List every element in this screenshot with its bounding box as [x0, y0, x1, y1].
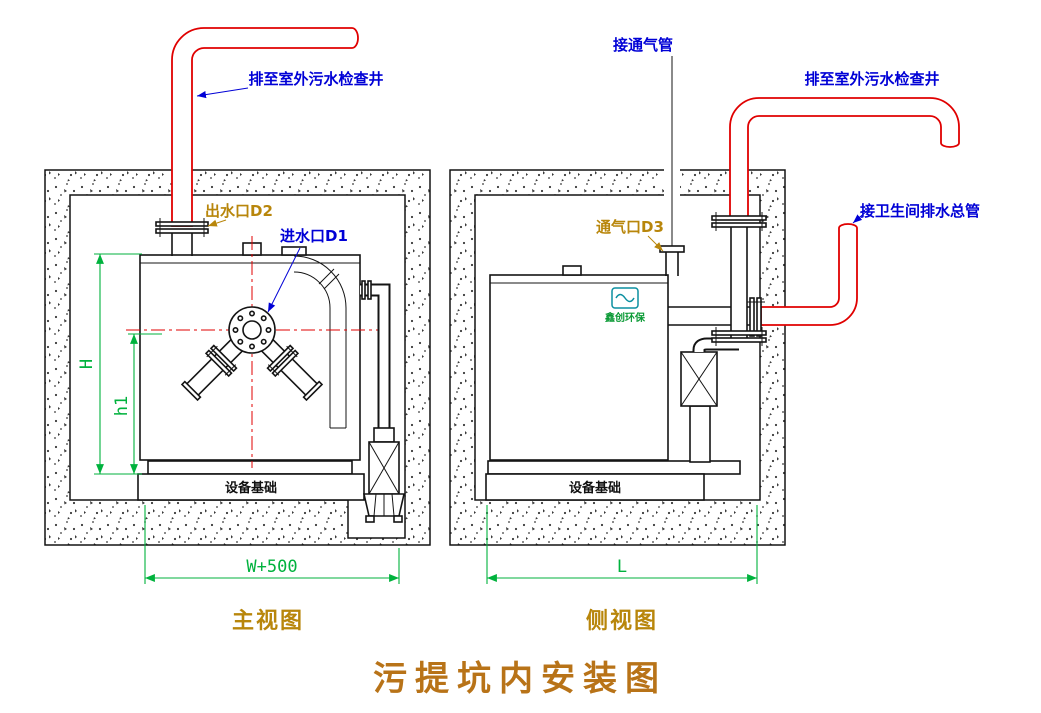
front-drain-pump — [360, 280, 406, 523]
front-view-caption: 主视图 — [232, 608, 304, 634]
front-foundation-label: 设备基础 — [225, 480, 277, 496]
side-discharge-riser — [711, 212, 767, 346]
outlet-leader — [207, 219, 227, 227]
front-view: 设备基础 — [44, 27, 431, 634]
front-foundation — [137, 473, 365, 501]
front-pit-wall — [44, 169, 431, 546]
label-outlet-d2: 出水口D2 — [205, 202, 273, 220]
front-discharge-leader — [196, 87, 249, 99]
dim-h1: h1 — [112, 396, 132, 416]
side-pump — [680, 337, 739, 463]
tank-logo: 鑫创环保 — [604, 287, 646, 324]
front-dimensions: H h1 W+500 — [77, 253, 400, 584]
front-inlet-flange — [228, 306, 276, 354]
side-tank — [489, 265, 669, 461]
dim-H: H — [77, 359, 97, 369]
front-branch-left — [180, 332, 250, 402]
side-tank-lug — [562, 265, 582, 276]
vent-leader — [647, 235, 664, 252]
side-dimensions: L — [486, 505, 758, 584]
dim-w500: W+500 — [246, 557, 297, 577]
tank-logo-text: 鑫创环保 — [604, 311, 646, 324]
side-tank-rail — [487, 460, 741, 475]
front-tank — [139, 233, 361, 461]
front-outlet-flange — [155, 218, 209, 237]
side-view: 设备基础 鑫创环保 — [449, 36, 980, 634]
label-toilet-drain: 接卫生间排水总管 — [860, 202, 980, 220]
dim-L: L — [617, 557, 627, 577]
side-foundation — [485, 473, 705, 501]
label-vent-connection: 接通气管 — [613, 36, 673, 54]
inlet-leader — [267, 247, 301, 313]
front-tank-rail — [147, 460, 353, 475]
label-side-discharge: 排至室外污水检查井 — [804, 70, 939, 88]
drawing-title: 污提坑内安装图 — [373, 659, 667, 699]
side-discharge-pipe — [729, 97, 960, 219]
side-vent-pipe — [659, 56, 685, 276]
front-discharge-pipe — [171, 27, 359, 227]
label-vent-d3: 通气口D3 — [596, 218, 664, 236]
side-view-caption: 侧视图 — [586, 608, 658, 634]
toilet-drain-leader — [852, 209, 869, 224]
side-foundation-label: 设备基础 — [569, 480, 621, 496]
front-branch-right — [254, 332, 324, 402]
label-inlet-d1: 进水口D1 — [280, 227, 348, 245]
side-toilet-drain-pipe — [760, 223, 858, 326]
label-front-discharge: 排至室外污水检查井 — [248, 70, 383, 88]
